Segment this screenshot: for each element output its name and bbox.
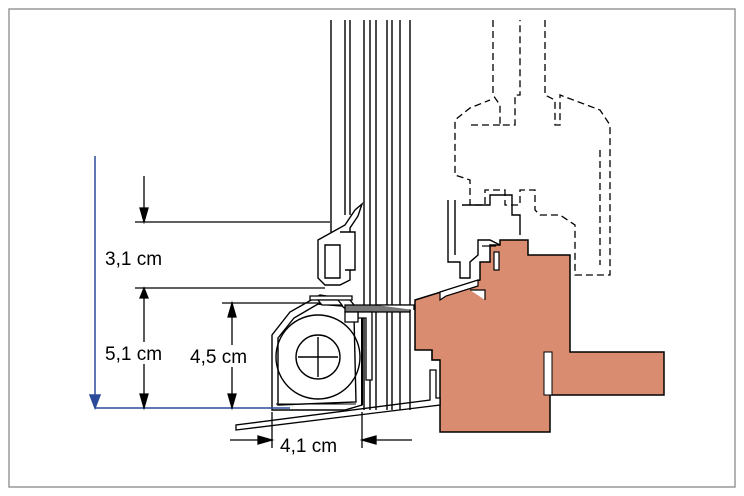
label-bg-5-1 [103, 342, 181, 364]
existing-frame-dashed-outline [454, 20, 611, 276]
roller-axle [295, 334, 341, 380]
guide-rail-profile [317, 201, 364, 286]
sill-fixings [470, 245, 500, 300]
dimension-label-lower: 5,1 cm [105, 344, 162, 365]
masonry-sill [414, 239, 665, 433]
drawing-border [8, 8, 736, 488]
dimension-label-upper: 3,1 cm [105, 249, 162, 270]
exterior-sill-plate [235, 369, 441, 431]
roller-shutter-box [271, 294, 363, 411]
sill-drip [439, 279, 479, 302]
existing-frame-solid [447, 194, 521, 279]
masonry-notch [431, 350, 440, 361]
seal-details [309, 295, 415, 381]
roller-tube [275, 314, 361, 400]
blue-reference-dimension [88, 156, 290, 411]
dimension-label-box-depth: 4,1 cm [280, 436, 337, 457]
sill-gap [543, 351, 553, 396]
label-bg-4-5 [188, 345, 268, 367]
dimension-label-box-height: 4,5 cm [190, 347, 247, 368]
label-bg-3-1 [103, 247, 185, 269]
label-bg-4-1 [277, 434, 355, 456]
